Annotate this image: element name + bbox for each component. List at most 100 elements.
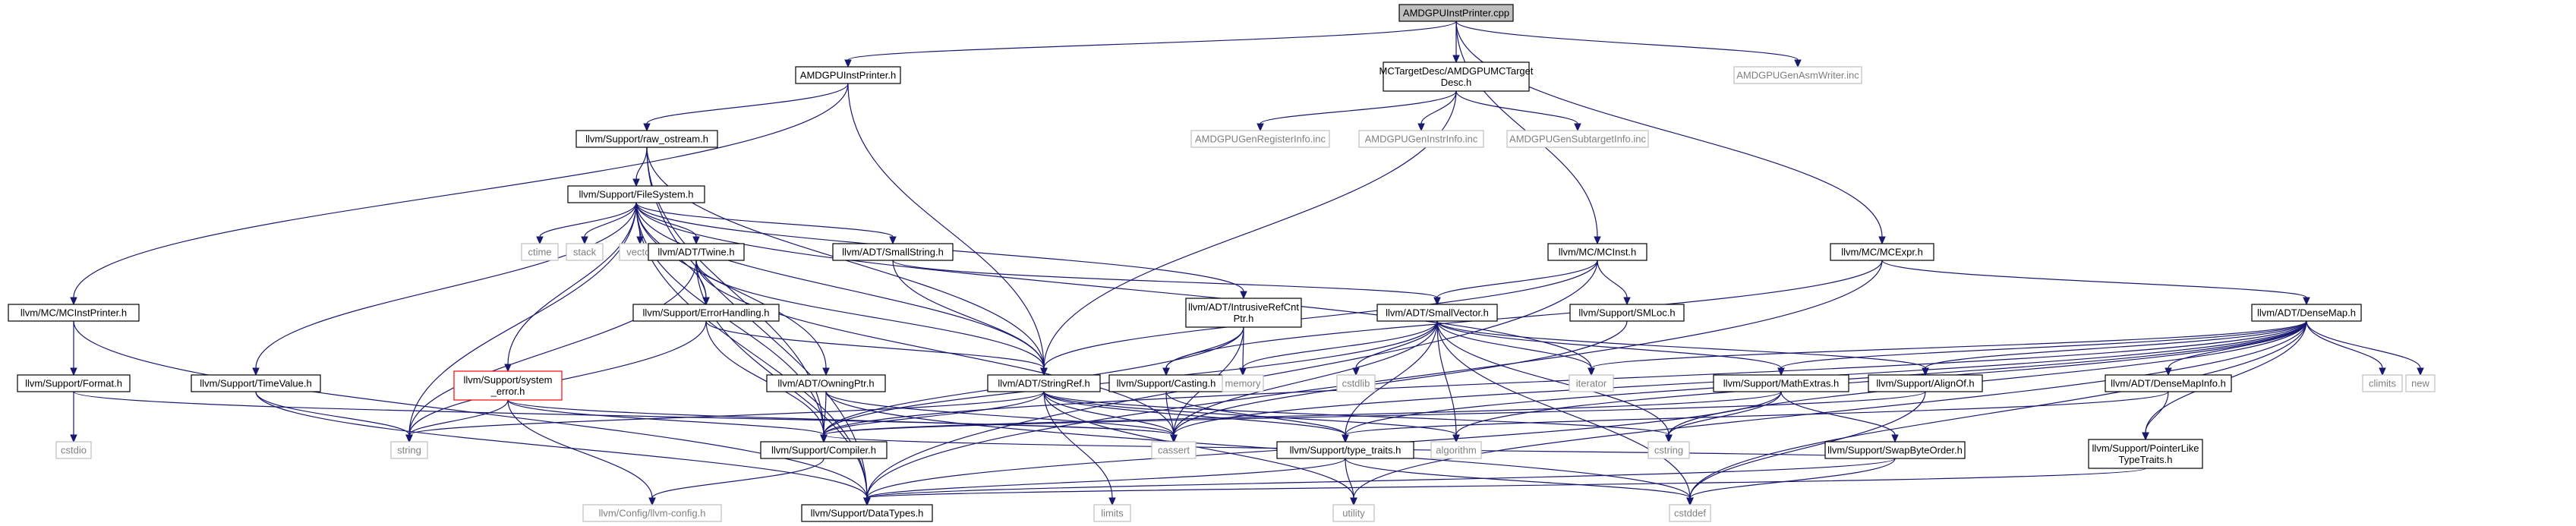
edge-raw-ostream-to-stringref: [646, 146, 1048, 376]
edge-system-error-to-compiler: [507, 399, 828, 443]
node-climits: climits: [2362, 374, 2403, 392]
node-box: [390, 441, 428, 459]
node-label: llvm/Support/MathExtras.h: [1723, 378, 1839, 389]
node-compiler[interactable]: llvm/Support/Compiler.h: [760, 441, 888, 459]
node-label: llvm/ADT/OwningPtr.h: [777, 378, 874, 389]
node-densemapinfo[interactable]: llvm/ADT/DenseMapInfo.h: [2105, 374, 2232, 392]
node-box: [1569, 374, 1614, 392]
node-iterator: iterator: [1569, 374, 1614, 392]
node-label: AMDGPUGenInstrInfo.inc: [1365, 134, 1478, 145]
edge-timevalue-to-string: [255, 391, 413, 443]
edge-mctargetdesc-h-to-gen-subtarget-info: [1455, 90, 1581, 132]
node-box: [2251, 304, 2362, 322]
node-box: [1336, 374, 1376, 392]
node-string: string: [390, 441, 428, 459]
node-mcexpr[interactable]: llvm/MC/MCExpr.h: [1830, 243, 1934, 261]
node-label: llvm/ADT/Twine.h: [657, 247, 734, 258]
node-label: cstdio: [61, 445, 87, 456]
edge-filesystem-to-iterator: [635, 202, 1595, 376]
node-mcinst[interactable]: llvm/MC/MCInst.h: [1547, 243, 1647, 261]
node-casting[interactable]: llvm/Support/Casting.h: [1108, 374, 1224, 392]
node-smallstring[interactable]: llvm/ADT/SmallString.h: [832, 243, 954, 261]
node-stringref[interactable]: llvm/ADT/StringRef.h: [987, 374, 1101, 392]
node-label: llvm/Support/Casting.h: [1117, 378, 1216, 389]
node-box: [648, 243, 745, 261]
node-alignof[interactable]: llvm/Support/AlignOf.h: [1868, 374, 1983, 392]
node-box: [1358, 130, 1484, 148]
edge-mcinst-to-smloc: [1597, 260, 1631, 306]
edge-smallvector-to-alignof: [1436, 320, 1929, 376]
node-label: cstdlib: [1342, 378, 1370, 389]
node-box: [1647, 441, 1690, 459]
node-label: llvm/Support/type_traits.h: [1290, 445, 1402, 456]
edge-mcinstprinter-to-format: [70, 320, 77, 376]
edge-mcexpr-to-densemap: [1881, 260, 2310, 306]
node-limits: limits: [1093, 504, 1131, 522]
edge-root-to-mcexpr: [1455, 20, 1886, 245]
edge-filesystem-to-ctime: [536, 202, 637, 245]
node-box: [8, 304, 140, 322]
edge-mctargetdesc-h-to-gen-register-info: [1256, 90, 1457, 132]
edge-filesystem-to-owningptr: [635, 202, 830, 376]
node-smloc[interactable]: llvm/Support/SMLoc.h: [1569, 304, 1685, 322]
node-box: [632, 304, 780, 322]
node-filesystem[interactable]: llvm/Support/FileSystem.h: [567, 185, 705, 203]
edge-densemap-to-alignof: [1922, 320, 2307, 376]
node-mathextras[interactable]: llvm/Support/MathExtras.h: [1713, 374, 1849, 392]
node-swapbyteorder[interactable]: llvm/Support/SwapByteOrder.h: [1824, 441, 1966, 459]
node-box: [1830, 243, 1934, 261]
edge-densemap-to-new: [2306, 320, 2424, 376]
node-twine[interactable]: llvm/ADT/Twine.h: [648, 243, 745, 261]
node-label: llvm/ADT/DenseMapInfo.h: [2111, 378, 2226, 389]
node-raw-ostream[interactable]: llvm/Support/raw_ostream.h: [575, 130, 718, 148]
node-memory: memory: [1222, 374, 1264, 392]
node-root[interactable]: AMDGPUInstPrinter.cpp: [1398, 4, 1514, 22]
node-box: [832, 243, 954, 261]
node-label: ctime: [528, 247, 551, 258]
node-utility: utility: [1332, 504, 1375, 522]
node-label: llvm/MC/MCExpr.h: [1841, 247, 1923, 258]
node-system-error[interactable]: llvm/Support/system_error.h: [453, 370, 563, 401]
node-label: utility: [1342, 508, 1365, 519]
edge-mctargetdesc-h-to-gen-instr-info: [1417, 90, 1457, 132]
node-densemap[interactable]: llvm/ADT/DenseMap.h: [2251, 304, 2362, 322]
node-gen-subtarget-info: AMDGPUGenSubtargetInfo.inc: [1506, 130, 1649, 148]
node-box: [567, 185, 705, 203]
node-label: llvm/ADT/IntrusiveRefCnt: [1188, 301, 1299, 313]
node-label: vector: [626, 247, 654, 258]
node-label: string: [397, 445, 421, 456]
node-box: [1222, 374, 1264, 392]
node-datatypes[interactable]: llvm/Support/DataTypes.h: [801, 504, 933, 522]
edge-swapbyteorder-to-cstddef: [1686, 458, 1896, 506]
edge-densemapinfo-to-type-traits: [1342, 391, 2169, 443]
node-timevalue[interactable]: llvm/Support/TimeValue.h: [191, 374, 321, 392]
node-type-traits[interactable]: llvm/Support/type_traits.h: [1276, 441, 1414, 459]
edge-mathextras-to-cstring: [1665, 391, 1782, 443]
node-label: llvm/Support/TimeValue.h: [200, 378, 311, 389]
node-owningptr[interactable]: llvm/ADT/OwningPtr.h: [766, 374, 886, 392]
node-label: stack: [573, 247, 597, 258]
node-errorhandling[interactable]: llvm/Support/ErrorHandling.h: [632, 304, 780, 322]
node-label: llvm/Support/AlignOf.h: [1876, 378, 1974, 389]
node-box: [1713, 374, 1849, 392]
node-label: AMDGPUInstPrinter.cpp: [1403, 8, 1509, 19]
node-label: AMDGPUGenRegisterInfo.inc: [1195, 134, 1326, 145]
node-inst-printer-h[interactable]: AMDGPUInstPrinter.h: [795, 66, 901, 84]
edge-filesystem-to-timevalue: [252, 202, 637, 376]
node-smallvector[interactable]: llvm/ADT/SmallVector.h: [1376, 304, 1498, 322]
node-label: AMDGPUGenAsmWriter.inc: [1736, 70, 1859, 81]
edge-densemap-to-iterator: [1588, 320, 2307, 376]
node-box: [766, 374, 886, 392]
node-box: [1398, 4, 1514, 22]
node-format[interactable]: llvm/Support/Format.h: [17, 374, 131, 392]
edge-root-to-inst-printer-h: [844, 20, 1457, 68]
node-label: llvm/Support/SwapByteOrder.h: [1827, 445, 1963, 456]
node-mcinstprinter[interactable]: llvm/MC/MCInstPrinter.h: [8, 304, 140, 322]
node-box: [55, 441, 92, 459]
node-box: [2105, 374, 2232, 392]
edges-layer: [70, 20, 2424, 506]
node-cstddef: cstddef: [1669, 504, 1711, 522]
